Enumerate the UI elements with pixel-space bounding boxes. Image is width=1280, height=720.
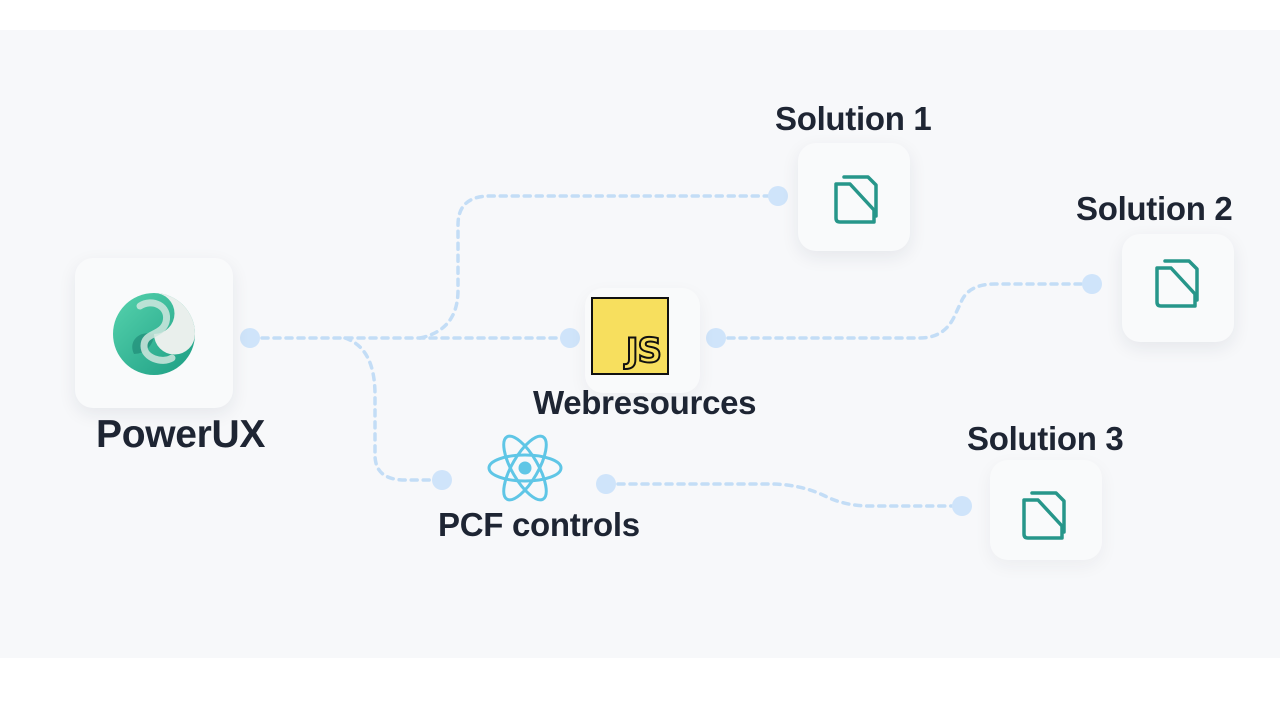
powerux-logo-icon <box>113 293 195 375</box>
react-icon <box>487 434 563 502</box>
solution2-label: Solution 2 <box>1076 190 1233 227</box>
javascript-icon: JS <box>591 297 669 375</box>
connector-dot <box>240 328 260 348</box>
powerux-label: PowerUX <box>96 413 266 456</box>
connector-powerux-solution1 <box>418 194 780 340</box>
connector-dot <box>952 496 972 516</box>
connector-dot <box>1082 274 1102 294</box>
connector-dot <box>596 474 616 494</box>
solution1-card[interactable] <box>798 143 910 251</box>
folder-icon <box>1022 491 1066 540</box>
pcf-controls-label: PCF controls <box>438 506 640 543</box>
webresources-label: Webresources <box>533 384 757 421</box>
connector-webresources-solution2 <box>714 282 1094 340</box>
js-badge-text: JS <box>625 330 663 372</box>
solution3-label: Solution 3 <box>967 420 1124 457</box>
connector-dot <box>768 186 788 206</box>
connector-dot <box>706 328 726 348</box>
connector-powerux-pcf <box>343 336 444 482</box>
connector-dot <box>432 470 452 490</box>
solution2-card[interactable] <box>1122 234 1234 342</box>
solution1-label: Solution 1 <box>775 100 932 137</box>
connector-pcf-solution3 <box>604 482 964 508</box>
connector-dot <box>560 328 580 348</box>
folder-icon <box>1155 259 1199 308</box>
folder-icon <box>834 175 878 224</box>
